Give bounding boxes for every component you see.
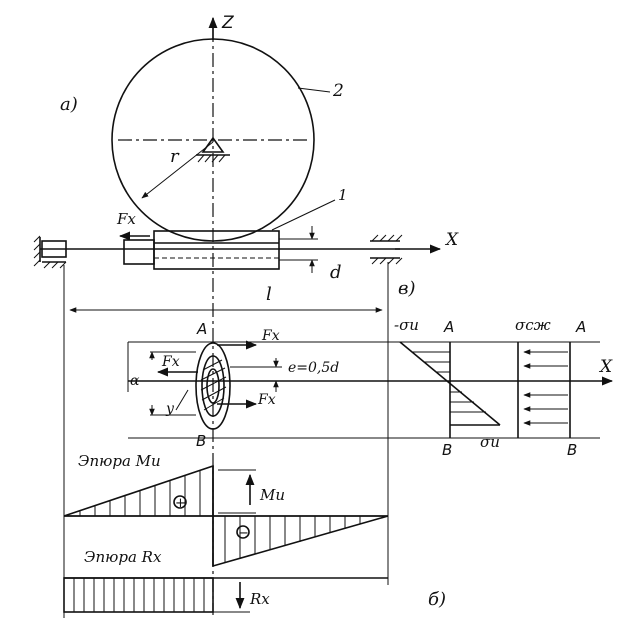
reaction-epure [63,577,388,613]
rod-leader [271,199,336,231]
rod-body [153,230,280,270]
label-sigma-comp: σсж [515,316,551,334]
compressive-stress-diagram [517,342,571,438]
label-reaction: Rx [249,590,270,608]
label-rod-num: 1 [338,186,348,204]
label-part-a: а) [60,94,78,115]
moment-epure [63,464,389,568]
label-radius: r [170,146,180,167]
wheel-circle [111,38,315,242]
label-part-b: б) [428,589,446,610]
label-point-b2: B [442,441,452,459]
pivot-support [201,136,225,153]
wheel-leader [297,87,331,93]
label-plus: + [175,496,186,511]
label-sigma-pos: σи [480,433,500,451]
label-point-a2: A [443,318,454,336]
label-diameter: d [330,262,342,283]
label-point-b1: B [196,432,206,450]
label-axis-x-mid: X [598,357,613,377]
cross-section-group [127,340,614,439]
label-sigma-neg: -σи [394,316,419,334]
label-point-b3: B [567,441,577,459]
left-support [41,240,67,258]
label-part-v: в) [398,278,416,299]
label-force-sec-bot: Fx [257,392,276,408]
label-force-sec-left: Fx [161,354,180,370]
label-moment: Mи [259,486,285,504]
label-ecc: e=0,5d [288,360,339,376]
bending-stress-diagram [399,341,501,438]
label-force-top: Fx [116,210,136,228]
label-axis-x-top: X [444,230,459,250]
label-y: y [165,401,175,417]
label-axis-z: Z [221,13,234,33]
label-point-a3: A [575,318,586,336]
radius-line [141,141,214,199]
section-ellipse [195,342,231,430]
label-minus: − [238,526,249,541]
rod-left-stub [123,239,155,265]
label-epure-r: Эпюра Rx [84,548,162,566]
label-force-sec-top: Fx [261,328,280,344]
label-length: l [266,284,272,305]
label-wheel-num: 2 [332,81,344,101]
label-epure-m: Эпюра Mи [78,452,161,470]
label-alpha: α [130,373,140,389]
part-a-group [33,16,442,618]
label-point-a1: A [196,320,207,338]
